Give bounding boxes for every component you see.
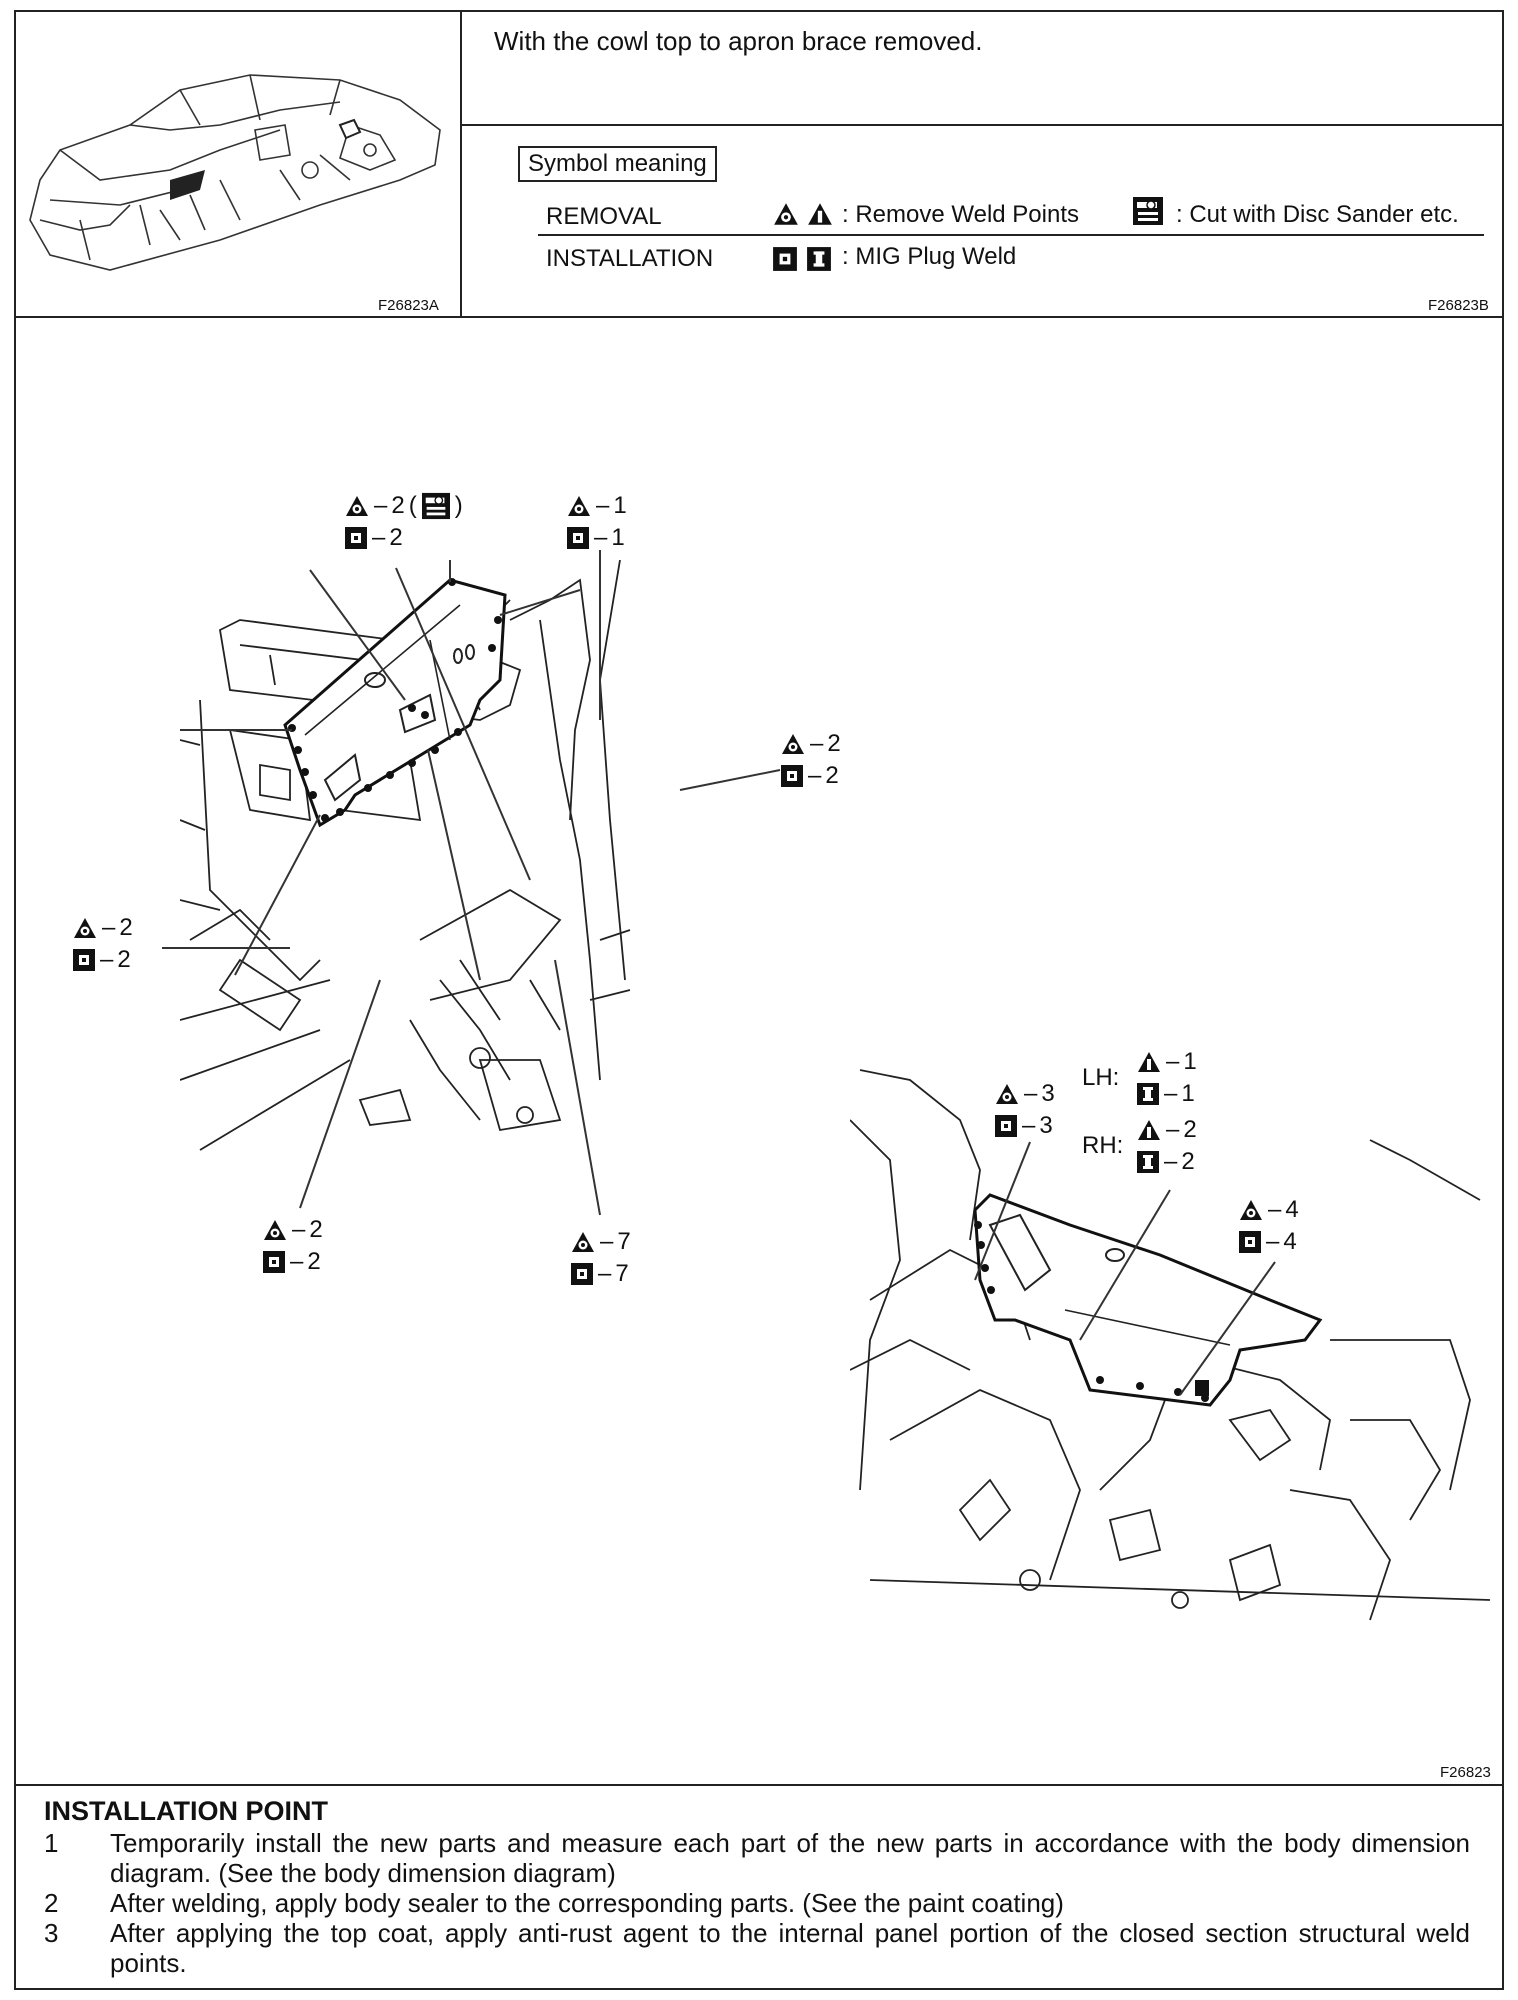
callout-dash: – <box>1266 1228 1280 1255</box>
callout-left-side: –2 –2 <box>72 912 133 976</box>
diagram-bottom-line <box>14 1784 1504 1786</box>
rh-label: RH: <box>1082 1132 1124 1159</box>
mig-plug-weld-icon <box>994 1114 1018 1138</box>
installation-point-title: INSTALLATION POINT <box>44 1796 328 1826</box>
installation-count: 2 <box>117 946 131 973</box>
callout-left-top-b: –1 –1 <box>566 490 627 554</box>
item-number: 2 <box>44 1888 59 1918</box>
callout-dash: – <box>598 1260 612 1287</box>
callout-left-bottom-a: –2 –2 <box>262 1214 323 1278</box>
removal-count: 2 <box>391 492 405 519</box>
lh-label: LH: <box>1082 1064 1120 1091</box>
weld-removal-alt-icon <box>1136 1118 1162 1142</box>
removal-count: 1 <box>613 492 627 519</box>
cut-disc-sander-text: : Cut with Disc Sander etc. <box>1176 201 1459 228</box>
callout-dash: – <box>1164 1148 1178 1175</box>
callout-left-top-a: –2 ( ) –2 <box>344 490 463 554</box>
installation-item: After welding, apply body sealer to the … <box>110 1888 1064 1918</box>
paren-open: ( <box>408 492 417 519</box>
removal-count: 2 <box>119 914 133 941</box>
mig-plug-weld-icon <box>1238 1230 1262 1254</box>
legend-figure-code: F26823B <box>1428 297 1489 314</box>
header-bottom-line <box>14 316 1504 318</box>
item-number: 1 <box>44 1828 59 1858</box>
removal-count: 7 <box>617 1228 631 1255</box>
removal-count: 2 <box>1183 1116 1197 1143</box>
remove-weld-points-text: : Remove Weld Points <box>842 201 1079 228</box>
car-body-thumbnail <box>29 74 441 271</box>
installation-count: 3 <box>1039 1112 1053 1139</box>
removal-count: 2 <box>309 1216 323 1243</box>
callout-right-a: –3 –3 <box>994 1078 1055 1142</box>
symbol-meaning-title: Symbol meaning <box>518 146 717 182</box>
callout-left-right: –2 –2 <box>780 728 841 792</box>
callout-dash: – <box>594 524 608 551</box>
thumbnail-figure-code: F26823A <box>378 297 439 314</box>
callout-dash: – <box>1022 1112 1036 1139</box>
spot-weld-removal-icon <box>994 1082 1020 1106</box>
diagram-figure-code: F26823 <box>1440 1764 1491 1781</box>
installation-label: INSTALLATION <box>546 245 714 272</box>
callout-dash: – <box>1164 1080 1178 1107</box>
installation-count: 2 <box>389 524 403 551</box>
callout-dash: – <box>600 1228 614 1255</box>
installation-count: 2 <box>1181 1148 1195 1175</box>
header-divider-right <box>460 124 1504 126</box>
callout-dash: – <box>102 914 116 941</box>
callout-dash: – <box>1166 1116 1180 1143</box>
left-view-leaders <box>162 550 781 1216</box>
installation-item: Temporarily install the new parts and me… <box>110 1828 1470 1888</box>
right-view-leaders <box>974 1141 1276 1396</box>
right-cowl-brace-panel <box>973 1193 1323 1407</box>
installation-count: 2 <box>825 762 839 789</box>
callout-dash: – <box>372 524 386 551</box>
callout-dash: – <box>100 946 114 973</box>
removal-count: 4 <box>1285 1196 1299 1223</box>
legend-divider <box>538 234 1484 236</box>
header-divider-vertical <box>460 10 462 316</box>
mig-plug-weld-alt-icon <box>1136 1150 1160 1174</box>
callout-dash: – <box>374 492 388 519</box>
callout-dash: – <box>1024 1080 1038 1107</box>
installation-count: 7 <box>615 1260 629 1287</box>
callout-lh: –1 –1 <box>1136 1046 1197 1110</box>
callout-rh: –2 –2 <box>1136 1114 1197 1178</box>
callout-dash: – <box>596 492 610 519</box>
spot-weld-removal-icon <box>1238 1198 1264 1222</box>
callout-right-b: –4 –4 <box>1238 1194 1299 1258</box>
removal-count: 2 <box>827 730 841 757</box>
removal-note: With the cowl top to apron brace removed… <box>494 26 983 56</box>
callout-dash: – <box>1166 1048 1180 1075</box>
mig-plug-weld-alt-icon <box>1136 1082 1160 1106</box>
callout-dash: – <box>292 1216 306 1243</box>
installation-count: 1 <box>1181 1080 1195 1107</box>
installation-point-list: 1 Temporarily install the new parts and … <box>44 1828 1484 1978</box>
callout-left-bottom-b: –7 –7 <box>570 1226 631 1290</box>
installation-count: 2 <box>307 1248 321 1275</box>
right-view-drawing <box>850 1069 1490 1621</box>
callout-dash: – <box>1268 1196 1282 1223</box>
left-view-drawing <box>180 560 631 1151</box>
paren-close: ) <box>454 492 463 519</box>
removal-count: 3 <box>1041 1080 1055 1107</box>
page-frame <box>14 10 1504 1990</box>
weld-removal-alt-icon <box>1136 1050 1162 1074</box>
item-number: 3 <box>44 1918 59 1948</box>
callout-dash: – <box>810 730 824 757</box>
cowl-brace-panel <box>283 578 507 828</box>
callout-dash: – <box>808 762 822 789</box>
installation-item: After applying the top coat, apply anti-… <box>110 1918 1470 1978</box>
removal-label: REMOVAL <box>546 203 662 230</box>
installation-count: 4 <box>1283 1228 1297 1255</box>
installation-count: 1 <box>611 524 625 551</box>
mig-plug-weld-text: : MIG Plug Weld <box>842 243 1017 270</box>
removal-count: 1 <box>1183 1048 1197 1075</box>
callout-dash: – <box>290 1248 304 1275</box>
